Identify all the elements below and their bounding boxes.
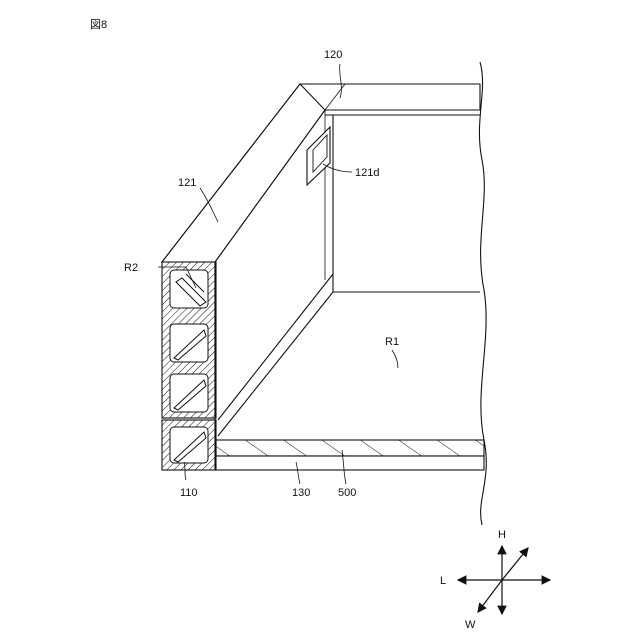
orientation-compass — [458, 546, 550, 614]
axis-label-w: W — [465, 619, 476, 631]
label-r1: R1 — [385, 336, 399, 348]
label-121d: 121d — [355, 167, 379, 179]
axis-label-l: L — [440, 575, 446, 587]
floor — [216, 440, 484, 470]
label-121: 121 — [178, 177, 196, 189]
figure-title: 図8 — [90, 18, 107, 31]
label-130: 130 — [292, 487, 310, 499]
label-r2: R2 — [124, 262, 138, 274]
label-500: 500 — [338, 487, 356, 499]
label-120: 120 — [324, 49, 342, 61]
opening — [307, 127, 330, 185]
section-column — [162, 262, 216, 470]
label-110: 110 — [180, 487, 198, 499]
axis-label-h: H — [498, 529, 506, 541]
